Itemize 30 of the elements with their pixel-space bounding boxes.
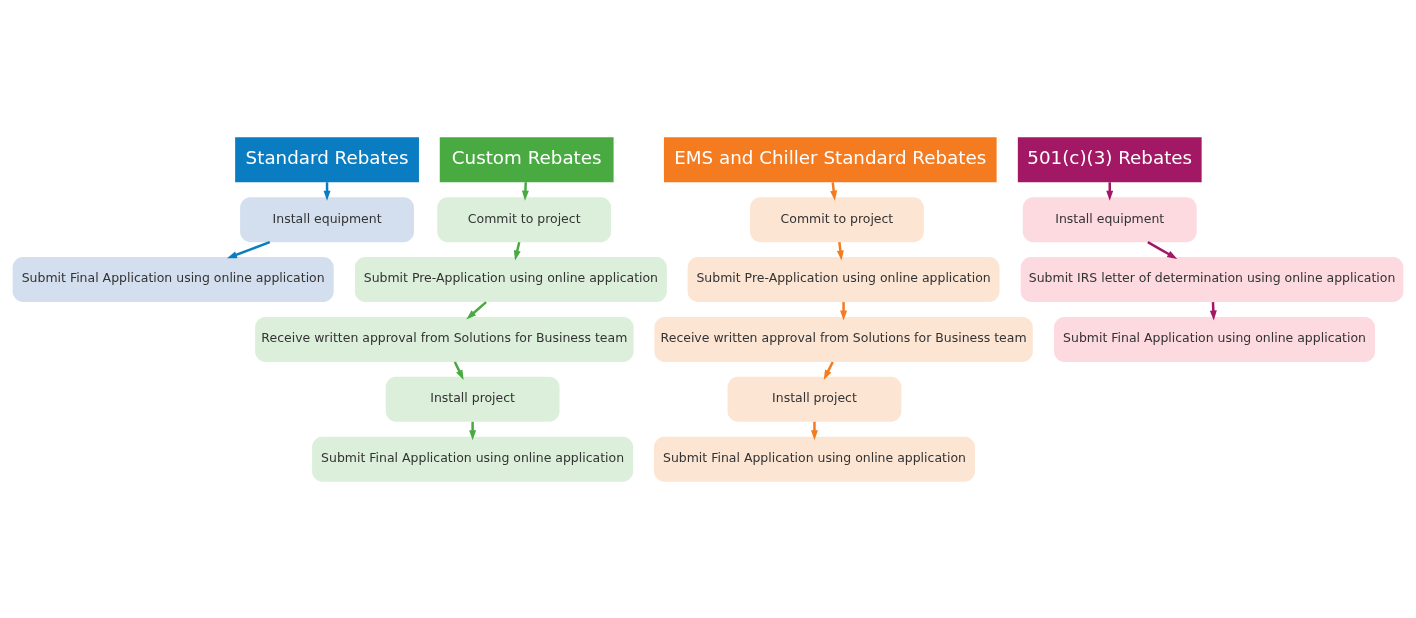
arrow [469,421,477,440]
node-box: Commit to project [437,196,612,242]
node-box: Install project [385,376,560,422]
arrow [521,181,529,201]
node-box: Commit to project [750,196,924,242]
arrow [1147,240,1178,259]
node-box: Submit IRS letter of determination using online application [1020,256,1404,302]
node-box: Submit Final Application using online application [653,436,975,482]
node-box: Install equipment [240,196,414,242]
node-box: Install equipment [1022,196,1197,242]
node-box: Submit Final Application using online application [312,436,634,482]
node-box: EMS and Chiller Standard Rebates [663,136,997,182]
arrow [840,301,848,320]
arrow [836,241,844,261]
node-box: Custom Rebates [439,136,614,182]
node-box: Submit Pre-Application using online application [687,256,1000,302]
arrow [513,241,521,260]
node-box: Standard Rebates [235,136,419,182]
node-box: Install project [727,376,902,422]
arrow [226,240,271,258]
arrow [810,421,818,440]
node-box: Submit Final Application using online application [1054,316,1376,362]
node-box: 501(c)(3) Rebates [1017,136,1202,182]
arrow [1106,181,1114,201]
node-box: Receive written approval from Solutions for Business team [654,316,1033,362]
arrow [466,300,487,319]
node-box: Receive written approval from Solutions for Business team [255,316,634,362]
node-box: Submit Pre-Application using online application [354,256,667,302]
node-box: Submit Final Application using online application [12,256,334,302]
arrow [830,181,838,201]
